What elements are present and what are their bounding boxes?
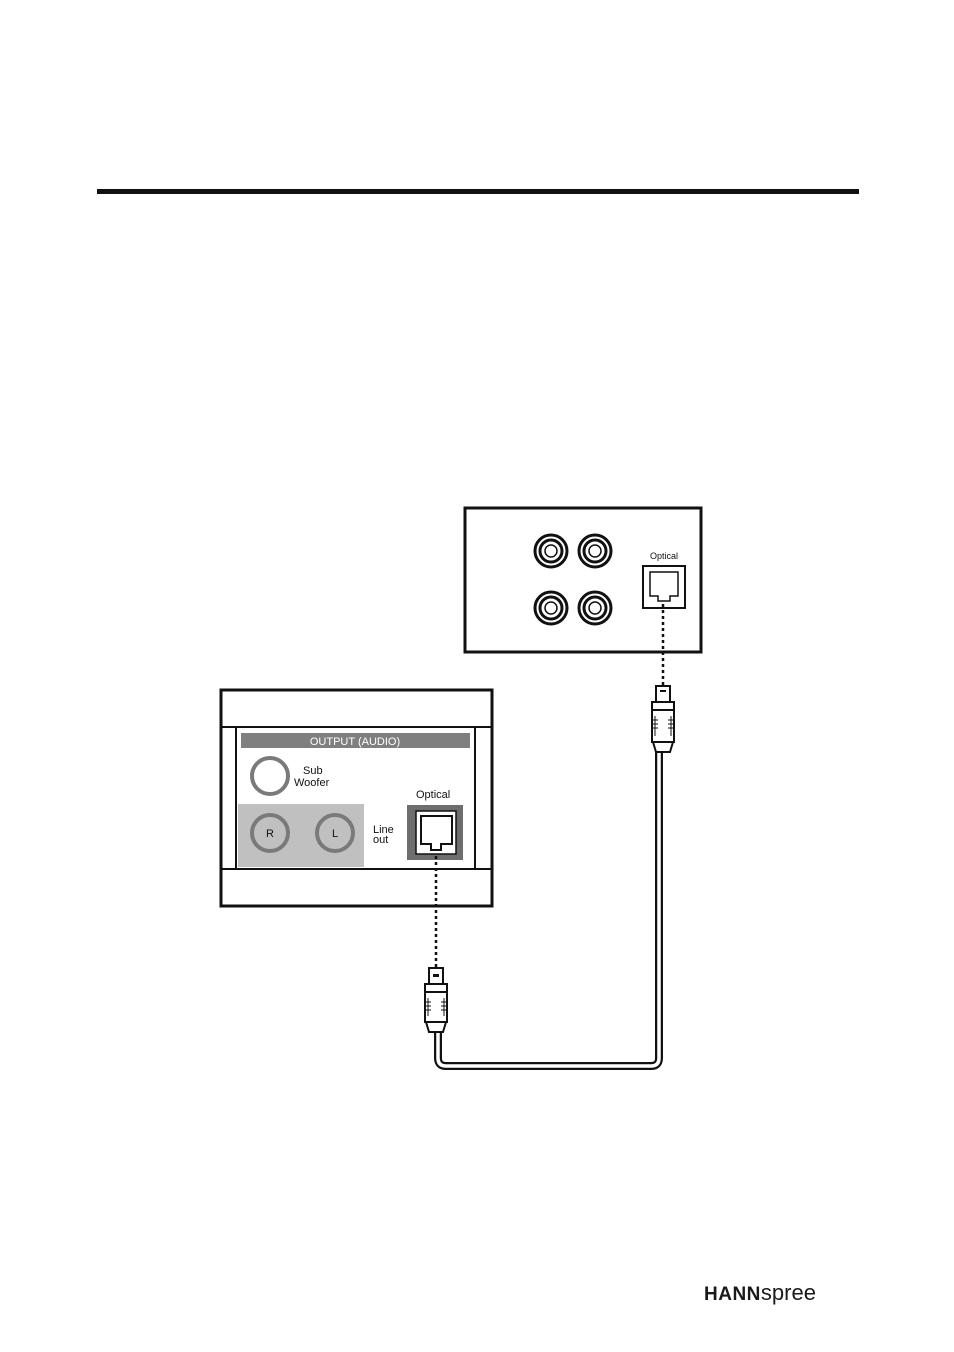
output-audio-header-text: OUTPUT (AUDIO) bbox=[310, 736, 400, 748]
hannspree-logo: HANNspree bbox=[704, 1280, 816, 1306]
line-out-label-line1: Line bbox=[373, 824, 394, 836]
line-out-jack-r: R bbox=[250, 813, 290, 853]
tv-optical-label: Optical bbox=[416, 789, 450, 801]
jack-l-label: L bbox=[332, 828, 338, 840]
jack-r-label: R bbox=[266, 828, 274, 840]
logo-light-text: spree bbox=[760, 1280, 816, 1305]
receiver-optical-port bbox=[642, 565, 686, 609]
rca-jack-top-right bbox=[577, 533, 613, 569]
sub-woofer-label-line2: Woofer bbox=[294, 777, 330, 789]
logo-bold-text: HANN bbox=[704, 1284, 761, 1305]
receiver-panel: Optical bbox=[463, 506, 703, 654]
receiver-optical-label: Optical bbox=[650, 551, 678, 561]
optical-cable bbox=[434, 604, 665, 1070]
optical-plug-receiver bbox=[651, 685, 675, 753]
output-audio-header bbox=[241, 733, 470, 748]
optical-plug-tv bbox=[424, 967, 448, 1033]
line-out-jack-l: L bbox=[315, 813, 355, 853]
rca-jack-top-left bbox=[533, 533, 569, 569]
sub-woofer-label-line1: Sub bbox=[303, 765, 323, 777]
sub-woofer-jack bbox=[250, 756, 290, 796]
line-out-label-line2: out bbox=[373, 834, 388, 846]
rca-jack-bottom-left bbox=[533, 590, 569, 626]
page-rule bbox=[97, 189, 859, 194]
tv-back-panel: OUTPUT (AUDIO) Sub Woofer R L Line out O… bbox=[219, 688, 494, 908]
tv-optical-port bbox=[407, 805, 463, 860]
rca-jack-bottom-right bbox=[577, 590, 613, 626]
